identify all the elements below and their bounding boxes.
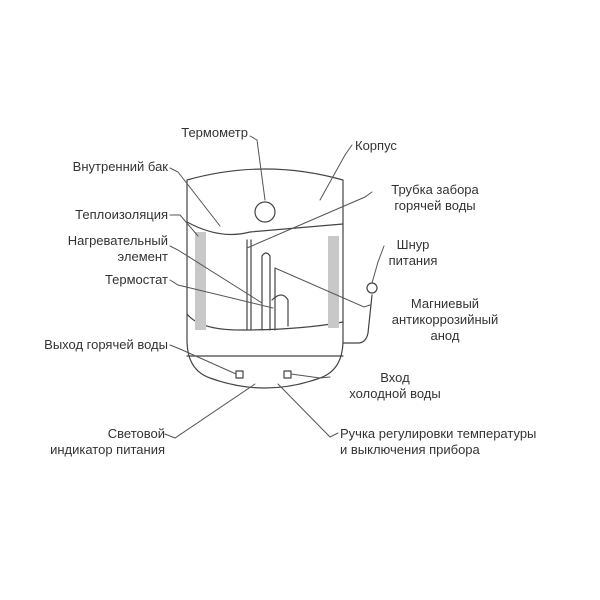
- label-power-indicator: Световой индикатор питания: [50, 426, 165, 457]
- power-cord: [342, 294, 373, 344]
- hot-water-outlet-port: [235, 370, 244, 379]
- leader-hot-water-outlet: [169, 344, 237, 375]
- label-anode: Магниевый антикоррозийный анод: [391, 296, 499, 343]
- leader-anode: [274, 267, 371, 308]
- inner-tank-top-line: [186, 221, 344, 236]
- cold-water-inlet-port: [283, 370, 292, 379]
- leader-heating-element: [169, 245, 263, 304]
- label-power-cord: Шнур питания: [388, 237, 438, 268]
- leader-cold-water-inlet: [290, 373, 331, 379]
- insulation-right: [328, 236, 339, 328]
- leader-body: [319, 144, 353, 201]
- leader-thermometer: [249, 135, 266, 201]
- leader-thermostat: [169, 279, 274, 309]
- label-cold-water-inlet: Вход холодной воды: [349, 370, 441, 401]
- label-body: Корпус: [355, 138, 397, 153]
- leader-hot-water-pipe: [246, 191, 373, 249]
- thermometer-dial: [254, 201, 276, 223]
- leader-power-indicator: [164, 383, 256, 439]
- label-thermostat: Термостат: [104, 272, 168, 287]
- label-heating-element: Нагревательный элемент: [67, 233, 168, 264]
- power-plug: [366, 282, 378, 294]
- label-inner-tank: Внутренний бак: [72, 159, 168, 174]
- thermostat: [271, 294, 289, 327]
- heating-element: [261, 252, 271, 331]
- leader-power-cord: [371, 245, 385, 284]
- label-hot-water-outlet: Выход горячей воды: [44, 337, 168, 352]
- label-insulation: Теплоизоляция: [75, 207, 168, 222]
- label-temp-knob: Ручка регулировки температуры и выключен…: [340, 426, 537, 457]
- insulation-left: [195, 232, 206, 330]
- leader-inner-tank: [169, 167, 221, 227]
- label-hot-water-pipe: Трубка забора горячей воды: [391, 182, 479, 213]
- inner-tank-bottom-line: [186, 313, 344, 331]
- leader-temp-knob: [277, 383, 339, 438]
- label-thermometer: Термометр: [181, 125, 248, 140]
- leader-insulation: [169, 214, 199, 237]
